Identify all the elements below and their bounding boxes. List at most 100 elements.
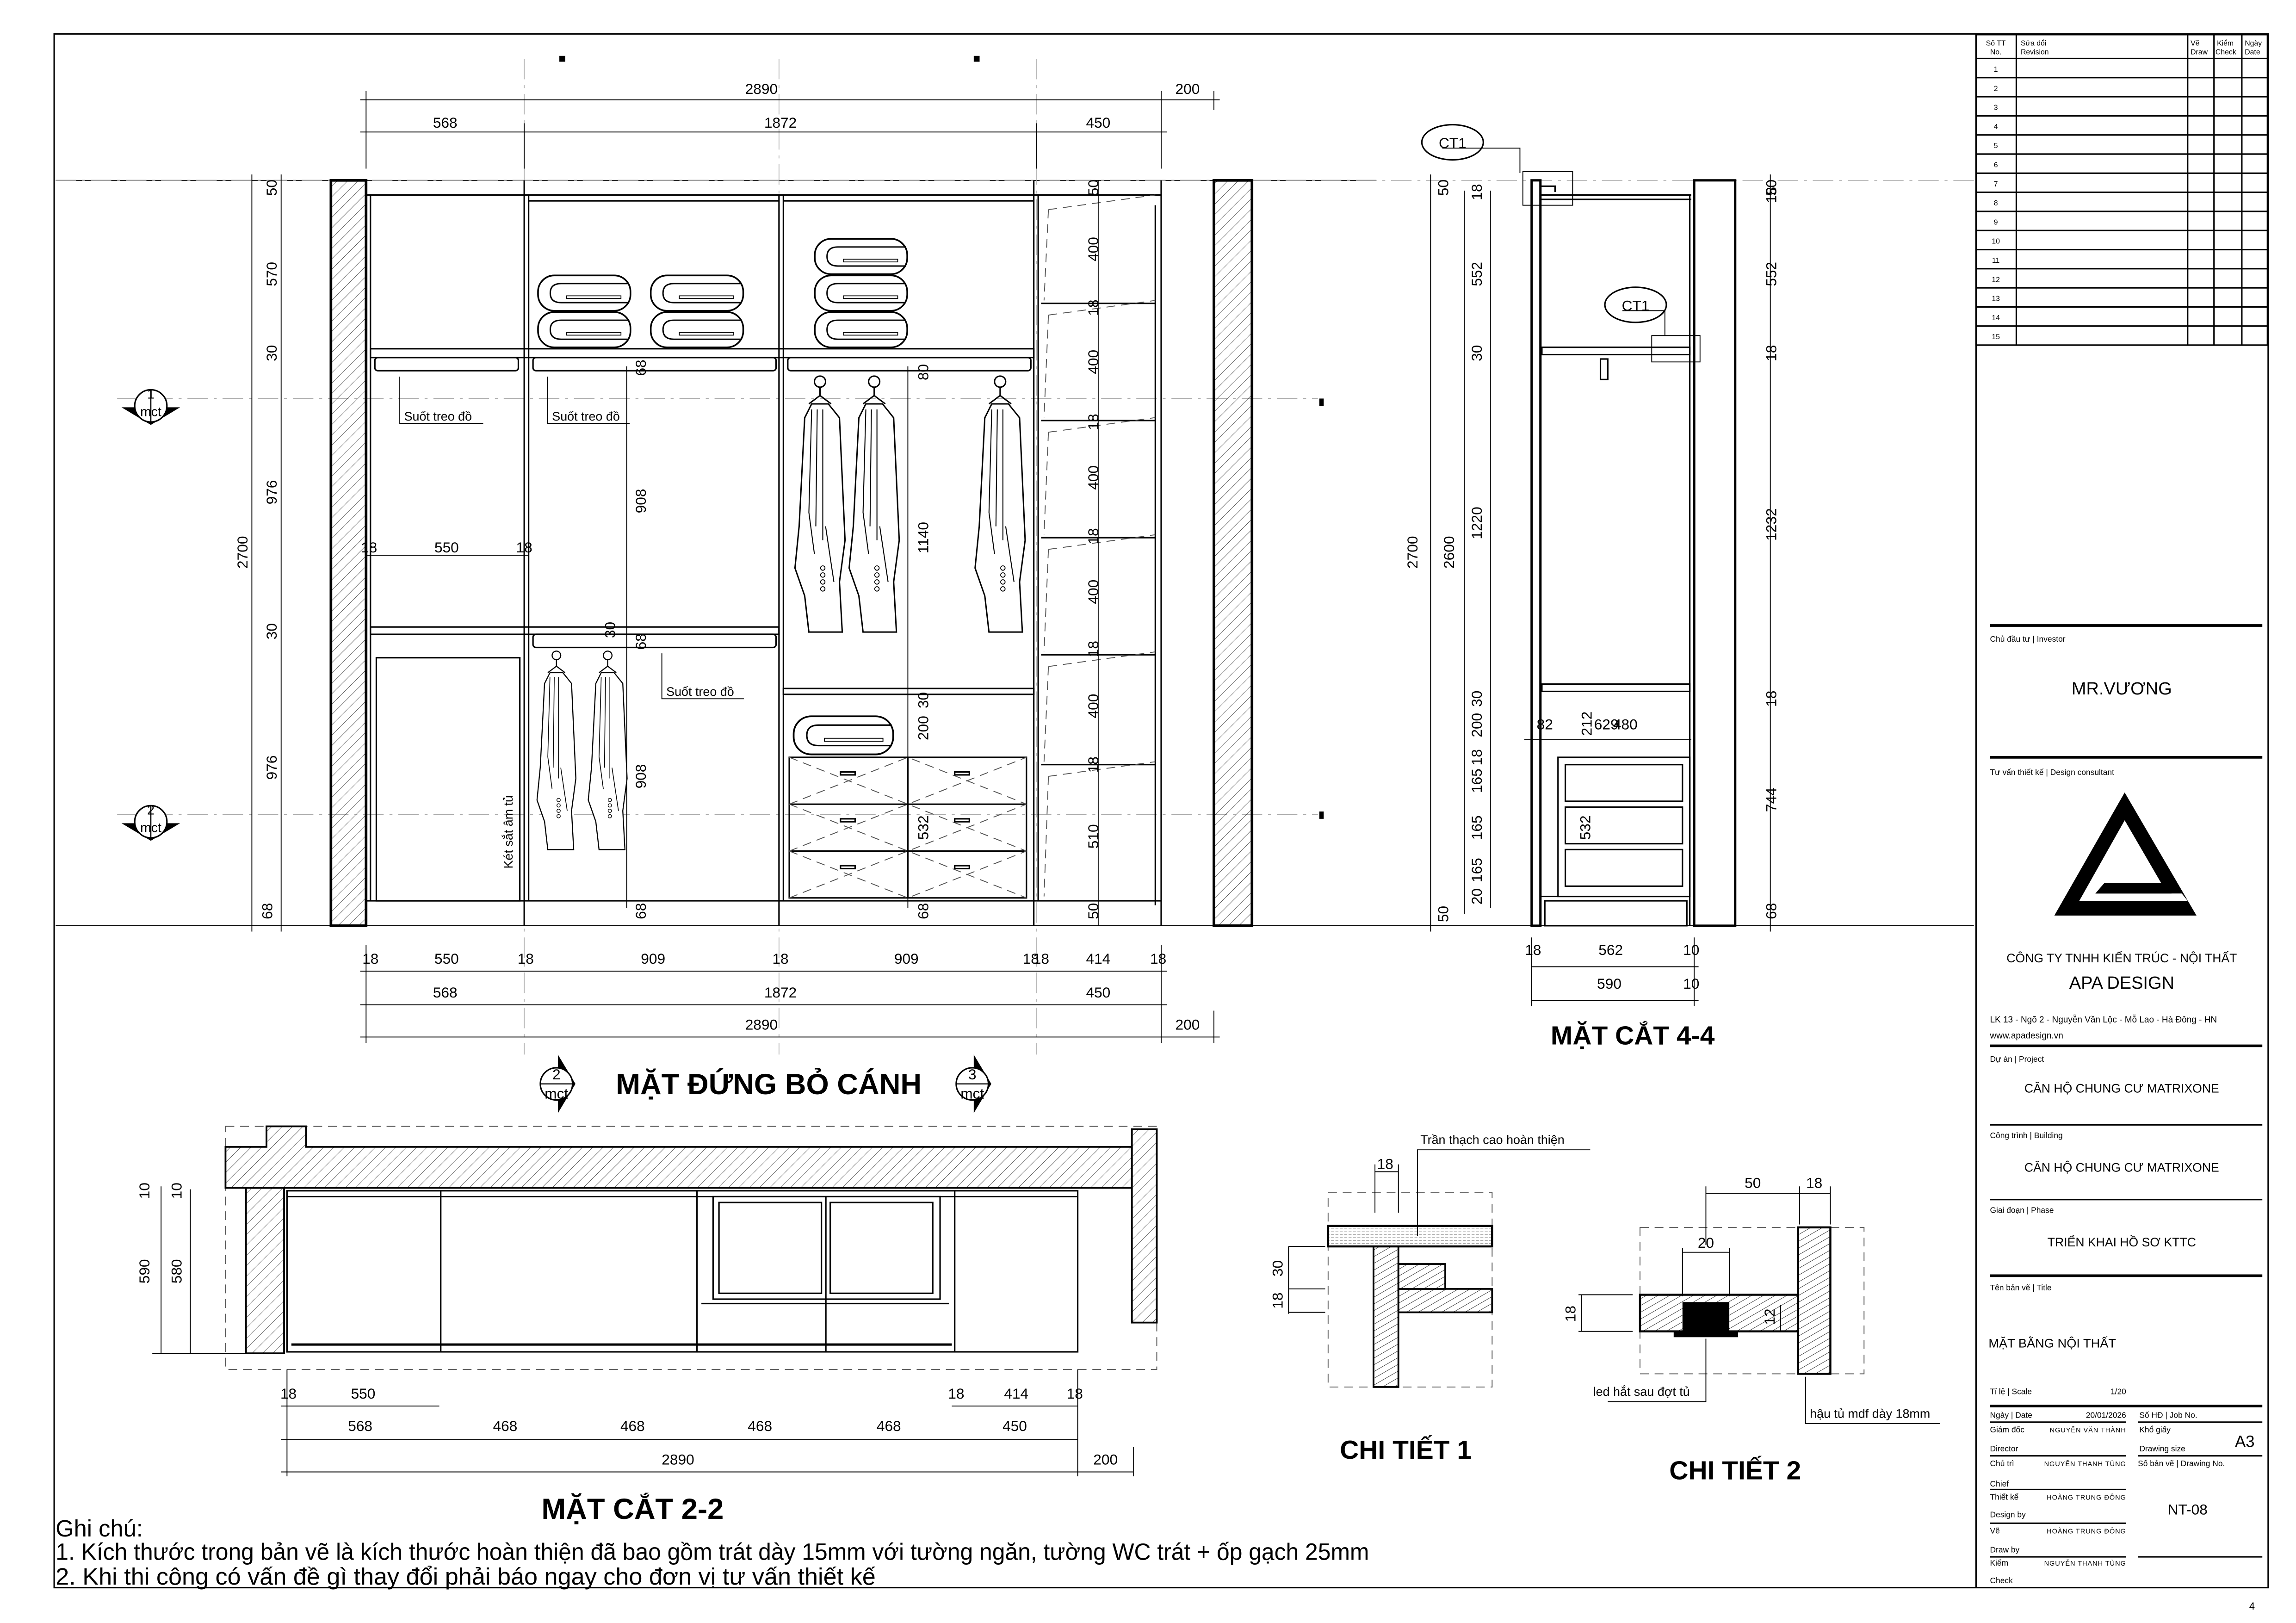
revision-row: 13 [1976, 287, 2268, 303]
role-vi: Thiết kế [1990, 1493, 2018, 1502]
role-vi: Vẽ [1990, 1526, 1999, 1535]
building-name: CĂN HỘ CHUNG CƯ MATRIXONE [2024, 1161, 2219, 1175]
led-label: led hắt sau đợt tủ [1593, 1384, 1690, 1399]
role-en: Chief [1990, 1479, 2009, 1488]
header-check: Kiểm [2217, 39, 2234, 48]
dim: 18 [1468, 184, 1485, 200]
dim: 165 [1468, 858, 1485, 882]
dim: 68 [1763, 903, 1779, 919]
section-2-2: 10 10 590 580 18 550 18 414 18 568 468 4… [136, 1125, 1158, 1525]
dim-col4: 400 [1085, 580, 1102, 604]
section-4-4-title: MẶT CẮT 4-4 [1551, 1020, 1715, 1050]
dim-col4: 400 [1085, 694, 1102, 719]
dim-col4: 18 [1085, 414, 1102, 430]
dim: 200 [1468, 713, 1485, 737]
drawing-title-label: Tên bản vẽ | Title [1990, 1283, 2051, 1292]
header-revision-en: Revision [2021, 49, 2049, 56]
dim: 50 [1763, 180, 1779, 196]
dim: 50 [1435, 906, 1451, 922]
section-2-2-title: MẶT CẮT 2-2 [541, 1493, 724, 1525]
dim-top-568: 568 [433, 114, 458, 131]
dim-top-2890: 2890 [745, 81, 778, 97]
dim-bottom: 18 [362, 950, 378, 967]
dim: 590 [136, 1259, 153, 1283]
revision-row-number: 10 [1992, 238, 2000, 246]
dim-top-200: 200 [1176, 81, 1200, 97]
dim-inner: 18 [361, 539, 377, 556]
revision-row: 3 [1976, 96, 2268, 112]
revision-row-number: 9 [1994, 218, 1998, 226]
revision-row-number: 6 [1994, 161, 1998, 169]
drawer-handles [840, 771, 970, 870]
dim-inner: 550 [434, 539, 459, 556]
dim-col4: 400 [1085, 237, 1102, 261]
project-name: CĂN HỘ CHUNG CƯ MATRIXONE [2024, 1082, 2219, 1096]
staff-row-checker: Kiểm NGUYỄN THANH TÙNG Check [1990, 1558, 2125, 1585]
header-draw-en: Draw [2191, 49, 2208, 56]
revision-row-number: 15 [1992, 333, 2000, 341]
dim-top-450: 450 [1086, 114, 1110, 131]
dim-col2: 68 [632, 359, 649, 376]
detail-2: 50 18 20 18 12 led hắt sau đợt tủ hậu tủ… [1562, 1174, 1940, 1485]
dim-col4: 400 [1085, 465, 1102, 490]
dim: 580 [168, 1259, 185, 1283]
dim: 10 [168, 1183, 185, 1199]
dim: 2890 [662, 1451, 694, 1468]
wall-top-hatch [224, 1125, 1133, 1189]
revision-row-number: 14 [1992, 314, 2000, 322]
dim-left-total: 2700 [234, 536, 251, 569]
dims-inner: 82 212 629 480 532 [1537, 712, 1638, 840]
dim: 562 [1598, 942, 1623, 958]
dim-total: 2600 [1441, 536, 1457, 569]
rail-label: Suốt treo đồ [404, 409, 472, 423]
dim: 18 [1468, 749, 1485, 765]
wall-right [1213, 179, 1254, 927]
header-check-en: Check [2216, 49, 2236, 56]
revision-row-number: 4 [1994, 123, 1998, 131]
marker-ref: mct [960, 1085, 984, 1102]
company-brand: APA DESIGN [2069, 973, 2174, 993]
role-vi: Chủ trì [1990, 1459, 2014, 1468]
dim: 18 [1562, 1306, 1579, 1322]
revision-row: 1 [1976, 57, 2268, 74]
header-draw: Vẽ [2191, 40, 2200, 48]
callout-label: CT1 [1439, 135, 1467, 151]
page-number: 4 [2249, 1600, 2255, 1612]
investor-label: Chủ đầu tư | Investor [1990, 634, 2065, 644]
dim: 20 [1468, 888, 1485, 904]
hanging-clothes [536, 375, 1026, 850]
ceiling-label: Trần thạch cao hoàn thiện [1420, 1133, 1564, 1146]
consultant-label: Tư vấn thiết kế | Design consultant [1990, 768, 2114, 777]
marker-number: 3 [968, 1066, 977, 1083]
detail-2-title: CHI TIẾT 2 [1669, 1455, 1801, 1485]
dim-total: 2700 [1404, 536, 1421, 569]
dim: 744 [1763, 787, 1779, 812]
detail-1-title: CHI TIẾT 1 [1340, 1435, 1472, 1465]
dim: 18 [1269, 1293, 1286, 1309]
dim: 552 [1468, 262, 1485, 286]
dims-left: 50 18 552 30 1220 30 200 18 165 165 165 … [1435, 180, 1485, 922]
revision-row: 9 [1976, 211, 2268, 226]
revision-row-number: 11 [1992, 257, 2000, 265]
front-elevation: 2890 200 568 1872 450 18 550 18 909 18 9… [121, 81, 1254, 1114]
dim: 18 [1377, 1155, 1393, 1172]
project-label: Dự án | Project [1990, 1054, 2044, 1064]
dim-col3: 200 [915, 716, 932, 740]
dim-bottom: 18 [1150, 950, 1166, 967]
dim: 468 [493, 1418, 518, 1434]
revision-table: Số TT No. Sửa đổi Revision Vẽ Draw Kiểm … [1975, 34, 2268, 346]
dim-col2: 68 [632, 633, 649, 650]
callout-label: CT1 [1622, 297, 1650, 314]
dim-col3: 68 [915, 903, 932, 919]
phase-name: TRIỂN KHAI HỒ SƠ KTTC [2048, 1235, 2196, 1249]
dim: 18 [1763, 345, 1779, 361]
revision-row: 11 [1976, 248, 2268, 265]
company-address: LK 13 - Ngõ 2 - Nguyễn Văn Lộc - Mỗ Lao … [1990, 1015, 2217, 1025]
dim: 18 [280, 1385, 297, 1402]
paper-size: A3 [2235, 1433, 2255, 1451]
notes-heading: Ghi chú: [56, 1515, 143, 1542]
dim-bottom: 18 [1023, 950, 1039, 967]
dim: 50 [1435, 180, 1451, 196]
role-en: Director [1990, 1444, 2018, 1453]
dim: 480 [1613, 716, 1638, 733]
